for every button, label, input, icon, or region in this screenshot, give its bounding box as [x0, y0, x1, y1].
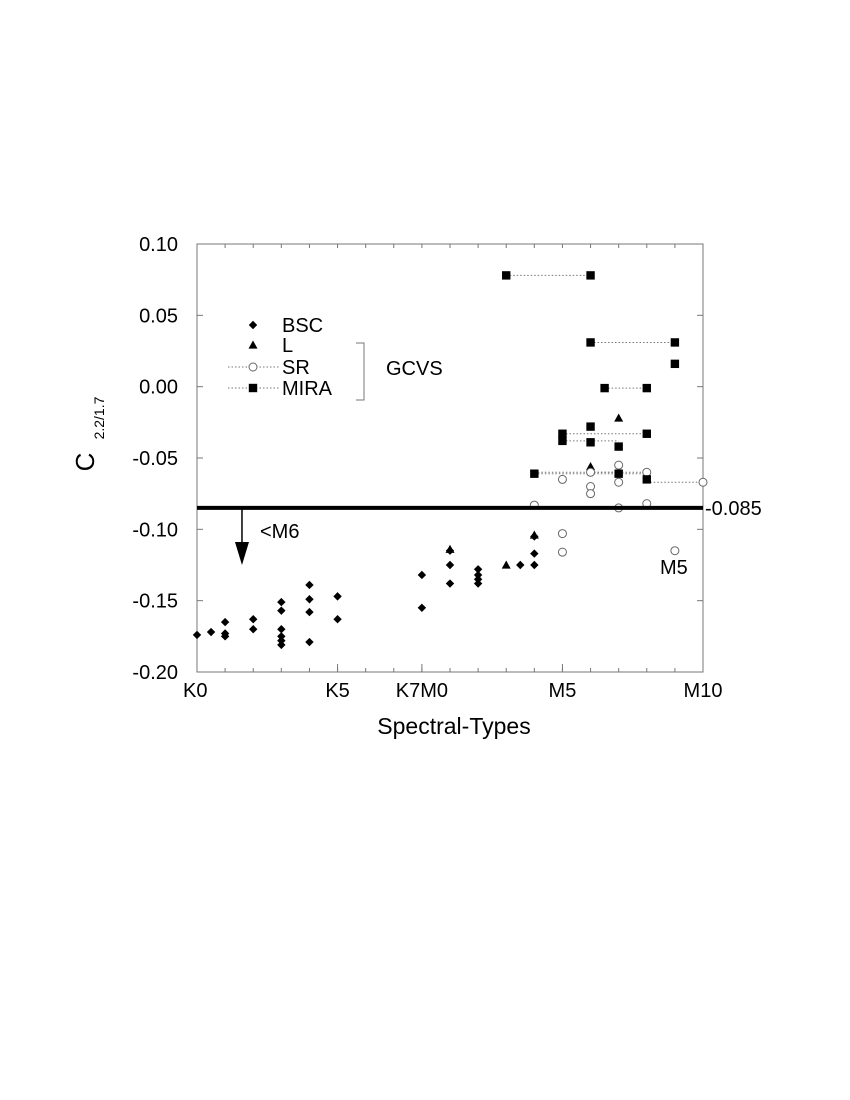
legend-label-sr: SR: [282, 357, 310, 379]
legend-label-l: L: [282, 335, 293, 357]
y-tick-label: -0.10: [132, 519, 178, 541]
y-axis-label-sub: 2.2/1.7: [91, 396, 107, 439]
point-mira: [586, 422, 595, 431]
range-lines: [506, 274, 703, 483]
point-bsc: [417, 570, 427, 580]
point-mira: [614, 442, 623, 451]
y-tick-label: 0.10: [139, 234, 178, 256]
point-bsc: [417, 603, 427, 612]
point-mira: [670, 359, 680, 369]
point-bsc: [305, 595, 314, 604]
point-bsc: [530, 560, 539, 570]
legend-bracket: [356, 342, 365, 401]
point-sr: [586, 489, 596, 499]
point-bsc: [305, 637, 314, 647]
point-bsc: [192, 630, 202, 640]
point-bsc: [516, 560, 525, 570]
point-mira: [642, 383, 651, 393]
legend-label-mira: MIRA: [282, 378, 333, 400]
point-sr: [670, 546, 680, 556]
point-bsc: [277, 640, 286, 650]
arrow-head: [234, 542, 249, 565]
point-sr: [557, 474, 567, 484]
arrow-note-label: <M6: [260, 521, 299, 543]
y-tick-label: -0.15: [132, 591, 178, 613]
point-bsc: [473, 575, 483, 584]
point-bsc: [473, 565, 483, 574]
point-sr: [586, 467, 596, 477]
point-l: [445, 544, 455, 553]
point-mira: [586, 438, 595, 447]
point-mira: [586, 271, 595, 280]
y-tick-label: -0.20: [132, 662, 178, 684]
y-tick-label: 0.00: [139, 377, 178, 399]
point-sr: [614, 477, 624, 487]
point-bsc: [249, 615, 258, 624]
y-axis-label-main: C: [70, 453, 100, 472]
point-mira: [600, 383, 609, 393]
y-tick-label: -0.05: [132, 448, 178, 470]
point-bsc: [277, 597, 286, 607]
point-sr: [698, 477, 708, 487]
point-sr: [614, 460, 624, 470]
x-tick-label: K0: [183, 680, 207, 702]
point-mira: [670, 338, 680, 347]
point-l: [586, 462, 596, 471]
point-bsc: [473, 579, 483, 588]
point-bsc: [206, 627, 216, 637]
point-bsc: [220, 617, 230, 627]
point-bsc: [445, 579, 455, 588]
data-points: [192, 271, 708, 650]
point-l: [529, 530, 539, 539]
legend-marker-mira: [248, 383, 258, 393]
point-bsc: [530, 549, 539, 558]
point-l: [501, 560, 511, 569]
point-sr: [557, 547, 567, 557]
plot-frame: [196, 243, 704, 673]
legend-marker-bsc: [248, 320, 258, 330]
legend-group-label: GCVS: [386, 358, 443, 380]
point-mira: [530, 469, 539, 478]
legend-marker-l: [248, 340, 258, 349]
point-bsc: [277, 632, 286, 641]
point-sr: [557, 529, 567, 539]
point-bsc: [277, 625, 286, 634]
point-bsc: [305, 607, 314, 617]
point-mira: [642, 429, 651, 438]
point-bsc: [220, 632, 230, 641]
point-bsc: [277, 606, 286, 615]
x-axis-label: Spectral-Types: [377, 713, 530, 739]
point-mira: [558, 436, 567, 446]
x-tick-label: M5: [549, 680, 577, 702]
point-l: [614, 413, 624, 422]
x-tick-label: K5: [325, 680, 349, 702]
point-mira: [558, 429, 567, 438]
threshold-label: -0.085: [705, 498, 762, 520]
point-sr: [642, 467, 652, 477]
point-bsc: [333, 592, 342, 601]
point-mira: [614, 469, 623, 478]
point-bsc: [305, 580, 314, 590]
point-bsc: [249, 625, 258, 634]
y-axis-label: C 2.2/1.7: [70, 396, 107, 471]
threshold: -0.085: [197, 498, 762, 520]
point-mira: [642, 475, 651, 484]
x-tick-label: K7M0: [396, 680, 448, 702]
y-tick-label: 0.05: [139, 305, 178, 327]
legend-label-bsc: BSC: [282, 315, 323, 337]
point-bsc: [473, 570, 483, 580]
point-mira: [502, 271, 511, 280]
point-bsc: [277, 636, 286, 645]
point-bsc: [445, 560, 455, 570]
x-tick-label: M10: [684, 680, 723, 702]
point-mira: [586, 338, 595, 347]
point-note-label: M5: [660, 557, 688, 579]
point-bsc: [333, 615, 342, 624]
legend-marker-sr: [248, 362, 258, 372]
